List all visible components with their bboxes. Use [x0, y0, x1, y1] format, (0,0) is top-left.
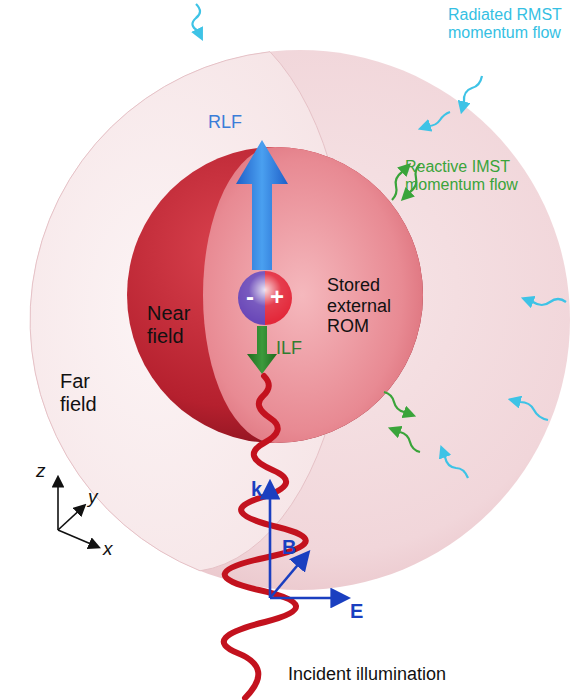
k-vector	[269, 484, 272, 598]
near-field-cut-plane	[203, 147, 423, 443]
dipole-particle: -+	[238, 271, 292, 325]
rlf-arrow	[236, 140, 288, 270]
charge-sign: +	[270, 283, 284, 311]
radiated-flow-arrow	[442, 449, 468, 478]
z-axis	[57, 478, 59, 530]
reactive-flow-arrow	[392, 429, 420, 452]
vector-label: B	[282, 536, 296, 559]
vector-label: E	[350, 600, 363, 623]
stored-momentum-label: Stored external ROM	[327, 275, 413, 337]
flow-label: Radiated RMST momentum flow	[448, 6, 572, 43]
flow-label: Reactive IMST momentum flow	[405, 158, 537, 195]
radiated-flow-arrow	[462, 76, 482, 110]
radiated-flow-arrow	[512, 400, 548, 420]
reactive-flow-arrow	[384, 392, 412, 415]
axis-label: z	[36, 460, 46, 482]
near-field-region: Near field Stored external ROM -+	[127, 147, 423, 443]
ilf-arrow	[247, 326, 277, 374]
axis-label: y	[88, 486, 98, 508]
dipole-highlight	[238, 271, 292, 325]
region-label: Near field	[147, 302, 199, 348]
region-label: Far field	[60, 370, 115, 416]
far-field-region: Far field Near field Stored external ROM -+	[30, 50, 570, 590]
charge-sign: -	[246, 283, 254, 311]
vector-label: k	[251, 478, 262, 501]
far-field-sphere	[30, 50, 570, 590]
axis-label: x	[103, 538, 113, 560]
caption-text: Incident illumination	[288, 664, 446, 685]
radiated-flow-arrow	[422, 112, 450, 128]
y-axis	[58, 506, 84, 530]
radiated-flow-arrow	[525, 299, 566, 305]
incident-wave	[224, 376, 306, 698]
force-label: RLF	[208, 112, 242, 133]
radiated-flow-arrow	[192, 4, 201, 37]
near-field-sphere	[127, 147, 423, 443]
x-axis	[58, 530, 98, 547]
b-vector	[270, 554, 307, 598]
e-vector	[270, 597, 346, 600]
force-label: ILF	[276, 338, 302, 359]
